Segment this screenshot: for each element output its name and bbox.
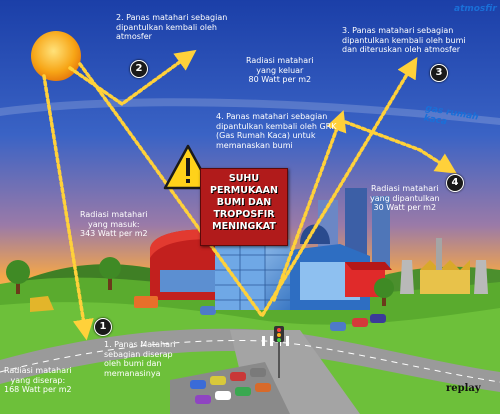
step-1-line-3: oleh bumi dan <box>104 359 162 368</box>
incoming-radiation-text: Radiasi matahari yang masuk: 343 Watt pe… <box>80 210 148 239</box>
sun-icon <box>31 31 81 81</box>
step-1-line-4: memanasinya <box>104 368 161 378</box>
replay-button[interactable]: replay <box>446 383 481 394</box>
outgoing-line-1: Radiasi matahari <box>246 56 314 65</box>
step-1-line-1: 1. Panas Matahari <box>104 340 176 349</box>
step-3-line-3: dan diteruskan oleh atmosfer <box>342 45 461 54</box>
step-1-text: 1. Panas Matahari sebagian diserap oleh … <box>104 340 176 378</box>
parked-cars <box>190 368 271 404</box>
step-2-text: 2. Panas matahari sebagian dipantulkan k… <box>116 13 227 42</box>
grk-arrow <box>338 118 457 174</box>
ground-to-grk-arrow <box>272 110 347 302</box>
absorbed-line-2: yang diserap: <box>10 375 66 385</box>
step-3-line-2: dipantulkan kembali oleh bumi <box>342 35 466 45</box>
step-2-badge: 2 <box>130 60 148 78</box>
absorbed-line-3: 168 Watt per m2 <box>4 385 72 394</box>
step-2-line-1: 2. Panas matahari sebagian <box>116 13 228 22</box>
step-4-line-1: 4. Panas matahari sebagian <box>216 112 328 121</box>
step-3-badge: 3 <box>430 64 448 82</box>
step-4-line-2: dipantulkan kembali oleh GRK <box>216 121 337 131</box>
incoming-line-1: Radiasi matahari <box>80 210 148 219</box>
bus <box>134 296 158 308</box>
reflected-ground-arrow <box>78 56 418 320</box>
alert-line-3: BUMI DAN <box>216 197 272 208</box>
reflected-radiation-text: Radiasi matahari yang dipantulkan 30 Wat… <box>370 184 440 213</box>
outgoing-line-2: yang keluar <box>256 65 304 75</box>
road <box>0 328 500 392</box>
bulldozer <box>30 296 54 312</box>
step-3-text: 3. Panas matahari sebagian dipantulkan k… <box>342 26 466 55</box>
radiation-arrows <box>42 49 457 341</box>
step-4-line-4: memanaskan bumi <box>216 140 293 150</box>
step-4-text: 4. Panas matahari sebagian dipantulkan k… <box>216 112 336 150</box>
step-1-line-2: sebagian diserap <box>104 349 173 359</box>
factory <box>400 238 488 294</box>
absorbed-line-1: Radiasi matahari <box>4 366 72 375</box>
alert-line-5: MENINGKAT <box>212 221 276 232</box>
outgoing-line-3: 80 Watt per m2 <box>248 75 312 84</box>
traffic-light <box>274 326 284 378</box>
outgoing-radiation-text: Radiasi matahari yang keluar 80 Watt per… <box>246 56 314 85</box>
trees <box>6 257 394 306</box>
step-3-line-1: 3. Panas matahari sebagian <box>342 26 454 35</box>
step-1-badge: 1 <box>94 318 112 336</box>
incoming-line-3: 343 Watt per m2 <box>80 229 148 238</box>
reflected-line-1: Radiasi matahari <box>370 184 439 193</box>
atmosphere-label: atmosfir <box>454 4 497 14</box>
incoming-line-2: yang masuk: <box>88 219 140 229</box>
incoming-arrow-1 <box>42 74 94 341</box>
alert-line-4: TROPOSFIR <box>213 209 275 220</box>
alert-line-1: SUHU <box>228 173 260 184</box>
warning-triangle-icon <box>163 144 213 190</box>
step-2-line-2: dipantulkan kembali oleh <box>116 22 217 32</box>
step-4-badge: 4 <box>446 174 464 192</box>
step-4-line-3: (Gas Rumah Kaca) untuk <box>216 131 316 140</box>
step-2-line-3: atmosfer <box>116 32 152 41</box>
reflected-line-3: 30 Watt per m2 <box>373 203 437 212</box>
absorbed-radiation-text: Radiasi matahari yang diserap: 168 Watt … <box>4 366 72 395</box>
atmosphere-layer <box>0 98 500 125</box>
cars-on-road <box>200 306 386 331</box>
alert-line-2: PERMUKAAN <box>210 185 278 196</box>
reflected-line-2: yang dipantulkan <box>370 193 440 203</box>
reflected-atmosphere-arrow <box>68 49 197 107</box>
